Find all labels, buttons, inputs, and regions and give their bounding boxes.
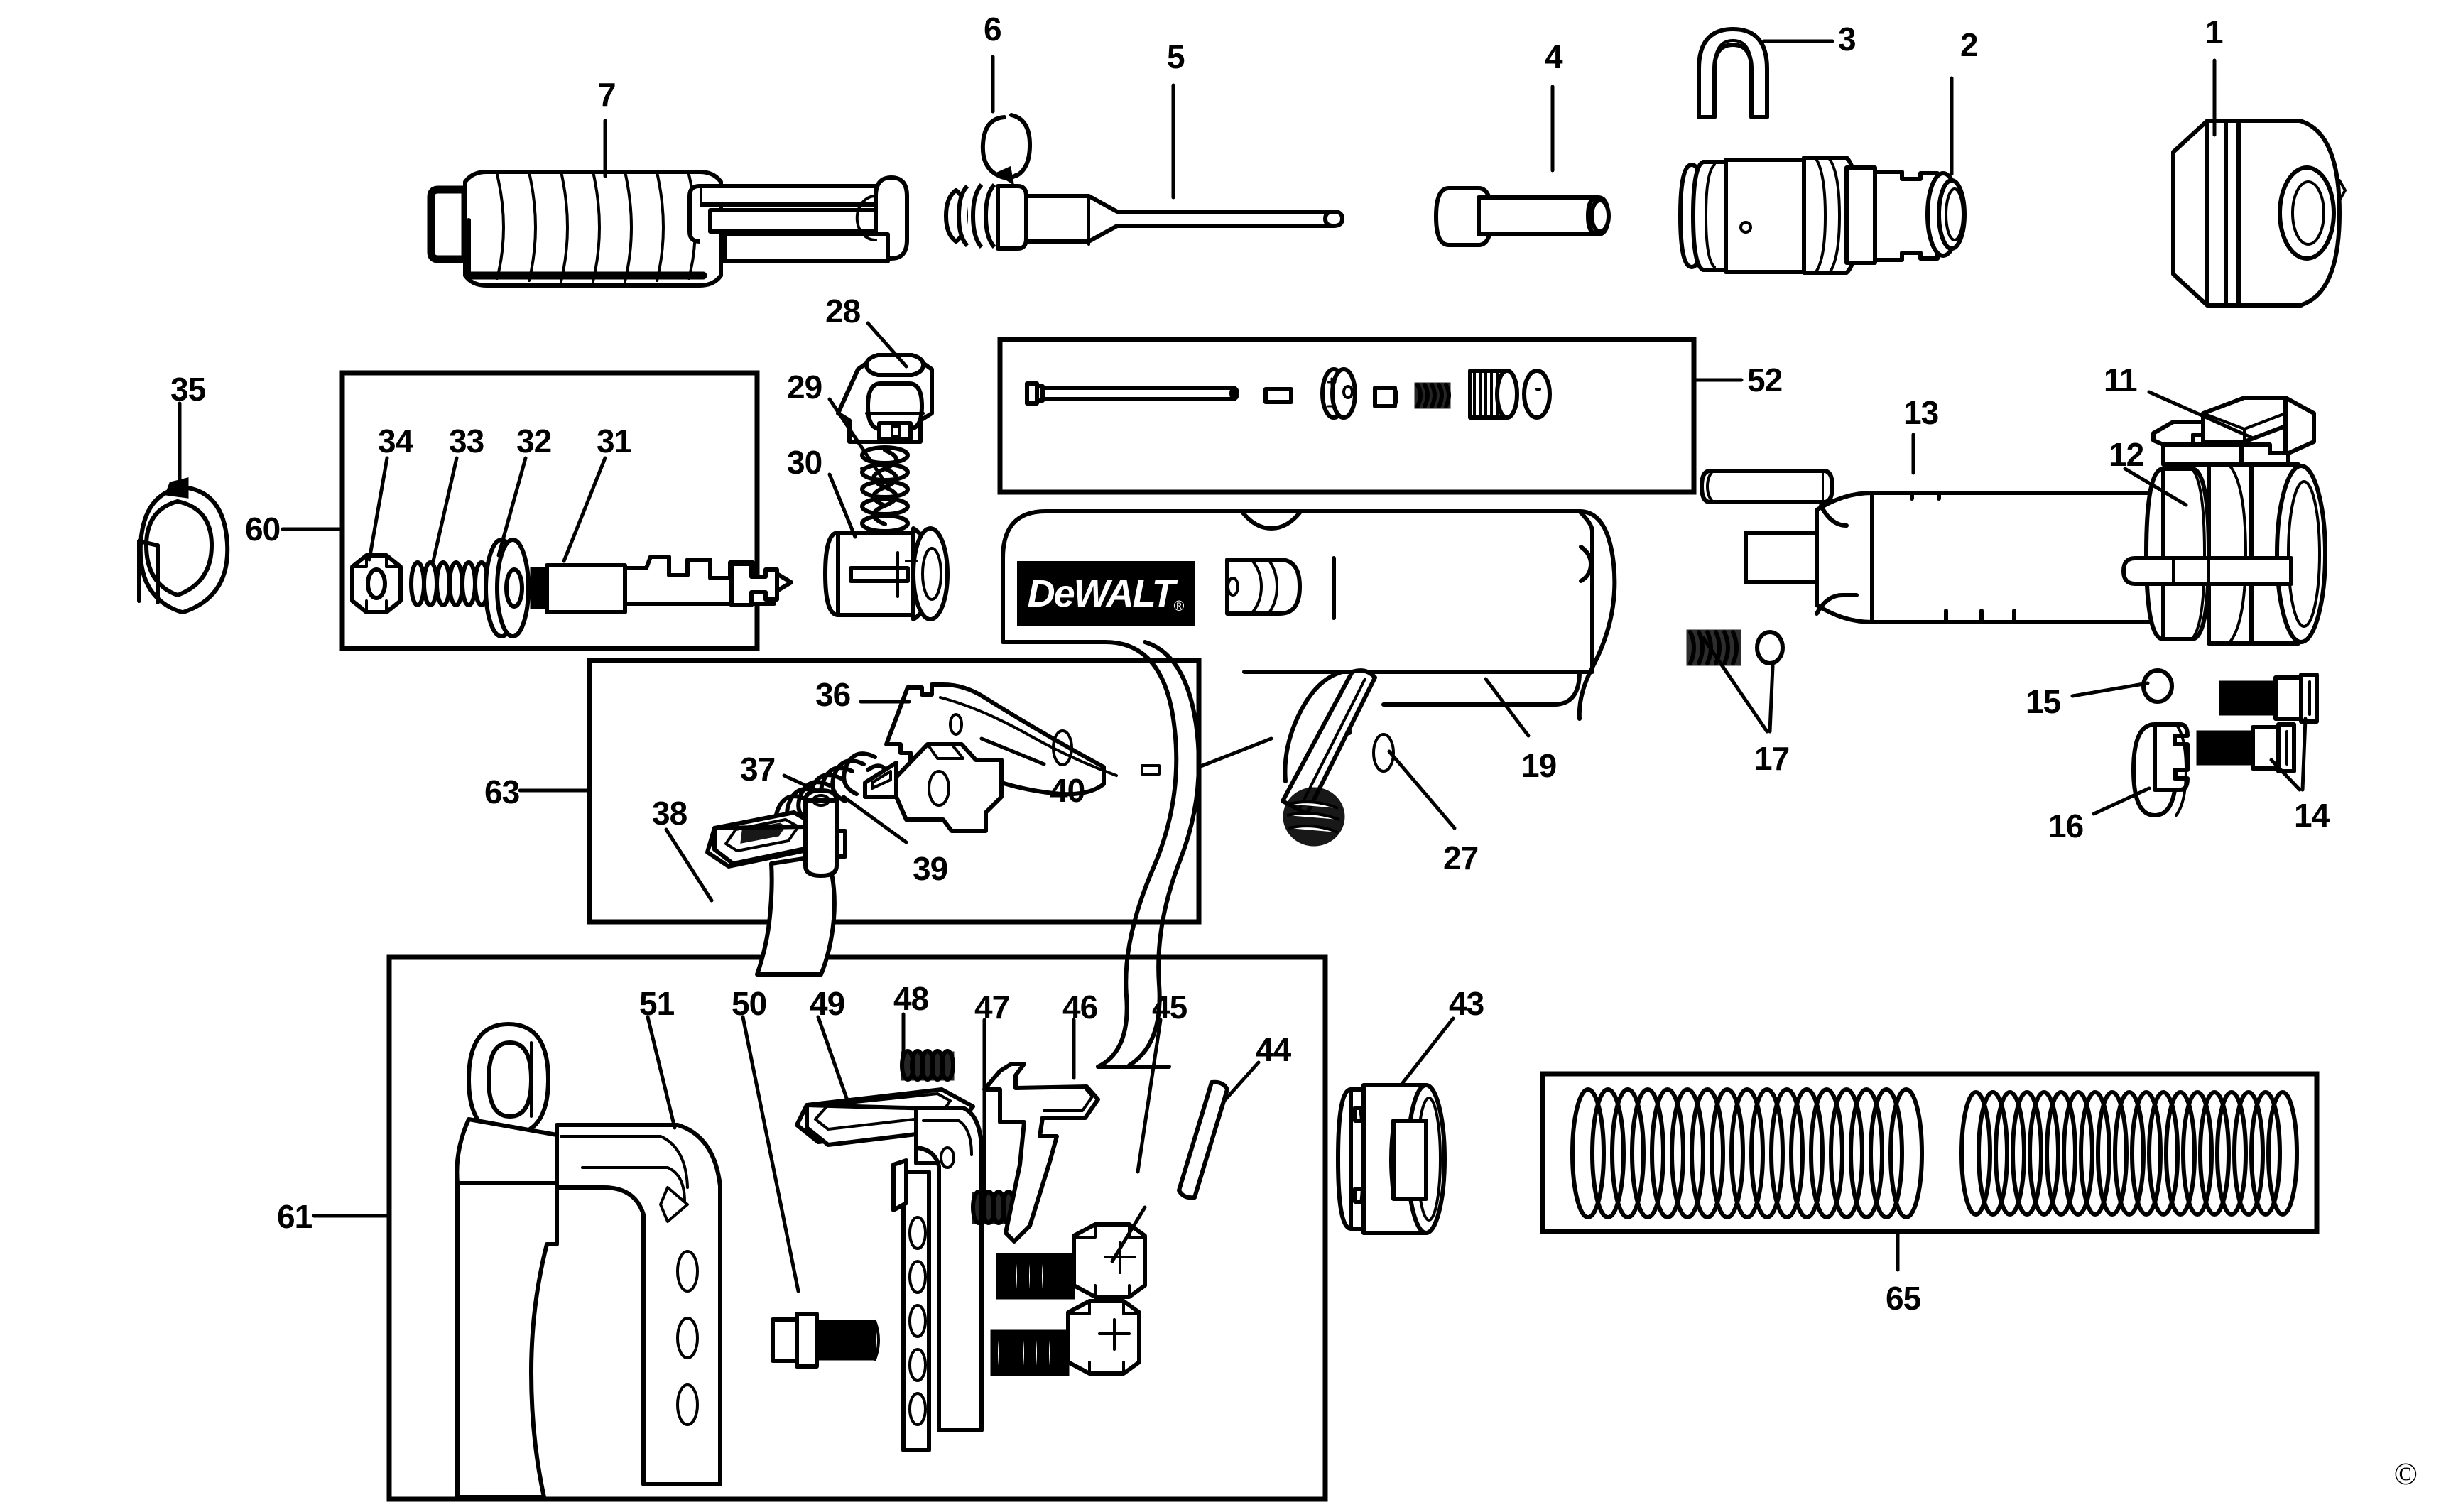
callout-label-14: 14 [2294, 797, 2330, 834]
callout-label-37: 37 [740, 751, 776, 788]
callout-label-29: 29 [787, 369, 822, 406]
callout-label-46: 46 [1062, 989, 1098, 1026]
callout-label-38: 38 [652, 795, 687, 832]
dewalt-logo: DeWALT ® [1017, 561, 1195, 626]
callout-label-7: 7 [598, 76, 616, 113]
callout-label-63: 63 [484, 773, 520, 810]
callout-label-39: 39 [913, 850, 948, 887]
callout-label-40: 40 [1050, 772, 1085, 809]
callout-label-51: 51 [639, 985, 675, 1022]
callout-label-1: 1 [2205, 13, 2224, 50]
callout-label-45: 45 [1152, 989, 1187, 1026]
callout-label-35: 35 [170, 371, 206, 408]
callout-label-33: 33 [449, 423, 484, 459]
callout-label-44: 44 [1256, 1031, 1291, 1068]
copyright-mark: © [2393, 1457, 2418, 1491]
callout-label-48: 48 [893, 980, 929, 1017]
callout-label-32: 32 [516, 423, 552, 459]
callout-label-19: 19 [1521, 747, 1557, 784]
callout-label-60: 60 [245, 511, 281, 548]
callout-label-15: 15 [2026, 683, 2061, 720]
dewalt-registered-mark: ® [1173, 599, 1185, 614]
callout-label-52: 52 [1747, 361, 1783, 398]
callout-label-27: 27 [1443, 839, 1479, 876]
callout-label-49: 49 [810, 985, 845, 1022]
callout-label-61: 61 [277, 1198, 312, 1235]
callout-label-4: 4 [1545, 38, 1563, 75]
callout-label-31: 31 [597, 423, 632, 459]
callout-label-3: 3 [1838, 21, 1857, 58]
callout-label-36: 36 [815, 676, 851, 713]
callout-label-16: 16 [2048, 807, 2084, 844]
callout-label-17: 17 [1754, 740, 1790, 777]
callout-label-43: 43 [1449, 985, 1484, 1022]
callout-label-50: 50 [732, 985, 767, 1022]
callout-label-5: 5 [1167, 38, 1185, 75]
callout-label-12: 12 [2109, 436, 2144, 473]
callout-label-13: 13 [1903, 394, 1939, 431]
callout-label-2: 2 [1960, 26, 1979, 63]
callout-label-6: 6 [984, 11, 1002, 48]
callout-label-28: 28 [825, 293, 861, 330]
dewalt-logo-text: DeWALT [1027, 572, 1175, 615]
callout-label-65: 65 [1886, 1280, 1921, 1317]
callout-label-34: 34 [378, 423, 413, 459]
callout-label-47: 47 [974, 989, 1010, 1026]
callout-label-11: 11 [2104, 361, 2138, 398]
callout-label-30: 30 [787, 444, 822, 481]
